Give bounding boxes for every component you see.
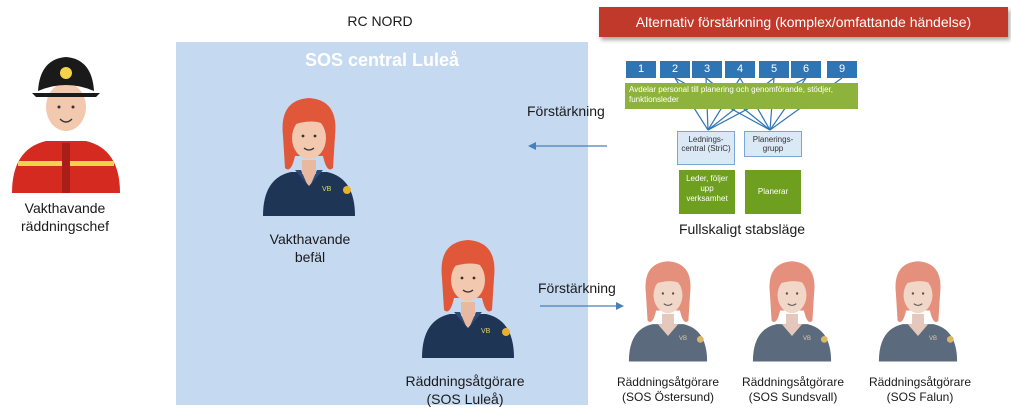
planerings-grupp-box: Planerings-grupp xyxy=(744,131,802,157)
rescuer-falun-figure xyxy=(878,260,958,363)
unit-box-6: 6 xyxy=(791,61,821,78)
rescuer-lulea-label-line1: Räddningsåtgörare xyxy=(405,373,525,389)
vb-badge-rescuer-ostersund: VB xyxy=(679,336,688,342)
vb-badge-rescuer-sundsvall: VB xyxy=(803,336,812,342)
rc-nord-label: RC NORD xyxy=(347,13,413,29)
unit-box-2: 2 xyxy=(660,61,690,78)
rescuer-lulea-figure xyxy=(421,239,515,359)
unit-box-5: 5 xyxy=(759,61,789,78)
rescuer-ostersund-figure xyxy=(628,260,708,363)
planerar-box: Planerar xyxy=(745,170,801,214)
rescuer-ostersund-label-line2: (SOS Östersund) xyxy=(621,390,715,404)
reinforcement-label-top: Förstärkning xyxy=(527,103,605,119)
unit-box-1: 1 xyxy=(626,61,656,78)
rescuer-ostersund-label-line1: Räddningsåtgörare xyxy=(616,375,720,389)
rescuer-falun-label-line1: Räddningsåtgörare xyxy=(868,375,972,389)
rescuer-sundsvall-label: Räddningsåtgörare (SOS Sundsvall) xyxy=(728,375,858,405)
reinforcement-label-bottom: Förstärkning xyxy=(538,280,616,296)
duty-officer-label: Vakthavande befäl xyxy=(250,230,370,266)
full-scale-staff-caption: Fullskaligt stabsläge xyxy=(678,221,806,237)
sos-central-region xyxy=(176,42,588,405)
rescuer-sundsvall-label-line1: Räddningsåtgörare xyxy=(741,375,845,389)
chief-label-line1: Vakthavande xyxy=(24,200,106,216)
leder-verksamhet-box: Leder, följer upp verksamhet xyxy=(679,170,735,214)
unit-box-9: 9 xyxy=(827,61,857,78)
duty-officer-figure xyxy=(262,97,356,217)
rescuer-sundsvall-label-line2: (SOS Sundsvall) xyxy=(748,390,838,404)
arrow-reinforcement-bottom xyxy=(540,302,624,310)
rescuer-lulea-label: Räddningsåtgörare (SOS Luleå) xyxy=(390,372,540,408)
chief-label-line2: räddningschef xyxy=(21,218,109,234)
rescuer-falun-label-line2: (SOS Falun) xyxy=(886,390,954,404)
alternative-reinforcement-banner: Alternativ förstärkning (komplex/omfatta… xyxy=(599,7,1008,37)
duty-officer-label-line1: Vakthavande xyxy=(269,231,351,247)
firefighter-chief-figure xyxy=(12,57,120,193)
lednings-central-box: Lednings-central (StriC) xyxy=(677,131,735,165)
rescuer-falun-label: Räddningsåtgörare (SOS Falun) xyxy=(855,375,985,405)
duty-officer-label-line2: befäl xyxy=(294,249,326,265)
unit-box-4: 4 xyxy=(725,61,755,78)
sos-central-title: SOS central Luleå xyxy=(304,50,460,70)
personnel-allocation-bar: Avdelar personal till planering och geno… xyxy=(625,83,858,109)
arrow-reinforcement-top xyxy=(528,142,607,150)
rescuer-lulea-label-line2: (SOS Luleå) xyxy=(426,391,504,407)
vb-badge-duty-officer: VB xyxy=(322,186,332,193)
unit-box-3: 3 xyxy=(692,61,722,78)
vb-badge-rescuer-falun: VB xyxy=(929,336,938,342)
rescuer-sundsvall-figure xyxy=(752,260,832,363)
chief-label: Vakthavande räddningschef xyxy=(5,199,125,235)
vb-badge-rescuer-lulea: VB xyxy=(481,328,491,335)
rescuer-ostersund-label: Räddningsåtgörare (SOS Östersund) xyxy=(603,375,733,405)
